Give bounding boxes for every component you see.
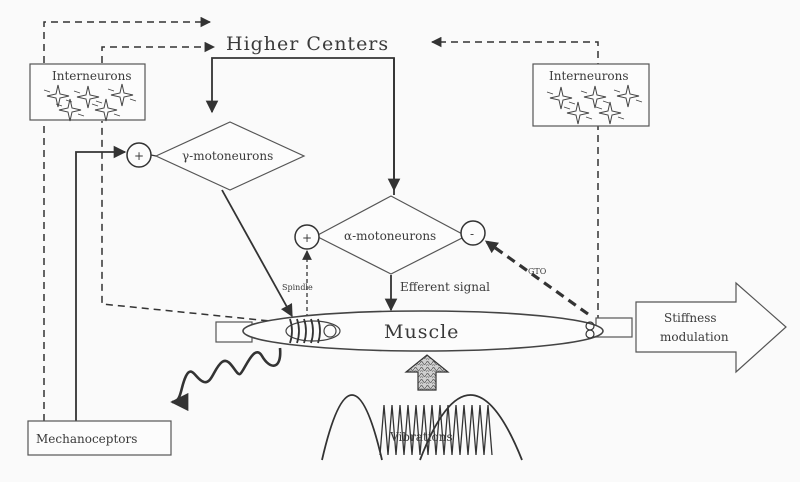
alpha-minus-node: - <box>460 220 486 246</box>
alpha-motoneurons-label: α-motoneurons <box>344 229 436 243</box>
muscle-label: Muscle <box>384 321 459 343</box>
spindle-to-left-interneurons-dashed <box>101 121 281 323</box>
vibrations-label: Vibrations <box>389 430 453 444</box>
gamma-to-spindle-arrow <box>221 189 293 318</box>
golgi-tendon-organ-icon <box>585 321 595 339</box>
alpha-minus-sign: - <box>470 227 474 241</box>
muscle-body <box>242 310 604 352</box>
efferent-signal-label: Efferent signal <box>400 280 490 294</box>
muscle-spindle-coil-icon <box>285 318 341 344</box>
stiffness-label-line1: Stiffness <box>664 311 717 325</box>
mechanoceptor-to-gamma-arrow <box>75 145 127 421</box>
gamma-plus-node: + <box>126 142 152 168</box>
alpha-plus-node: + <box>294 224 320 250</box>
alpha-plus-sign: + <box>302 231 312 245</box>
interneurons-right-label: Interneurons <box>549 69 629 83</box>
stiffness-label-line2: modulation <box>660 330 729 344</box>
dashed-path-to-higher-centers-lower <box>101 41 216 63</box>
gamma-plus-sign: + <box>134 149 144 163</box>
interneurons-left-label: Interneurons <box>52 69 132 83</box>
gamma-motoneurons-diamond <box>154 121 306 191</box>
vibration-input-arrow <box>404 354 450 391</box>
dashed-path-right-to-higher-centers <box>430 36 599 322</box>
gto-label: GTO <box>528 267 547 276</box>
gamma-motoneurons-label: γ-motoneurons <box>182 149 273 163</box>
dashed-path-to-higher-centers-upper <box>43 16 212 63</box>
mechanoceptors-box <box>27 420 172 456</box>
wavy-signal-arrow <box>170 347 282 412</box>
gto-to-alpha-arrow <box>484 240 589 316</box>
spindle-label: Spindle <box>282 283 313 292</box>
vibrations-waveform <box>321 394 523 461</box>
mechanoceptors-label: Mechanoceptors <box>36 432 137 446</box>
interneurons-left-box: Interneurons <box>29 63 146 122</box>
higher-centers-label: Higher Centers <box>226 33 389 55</box>
stiffness-modulation-arrow <box>635 281 787 374</box>
interneurons-right-box: Interneurons <box>532 63 650 127</box>
